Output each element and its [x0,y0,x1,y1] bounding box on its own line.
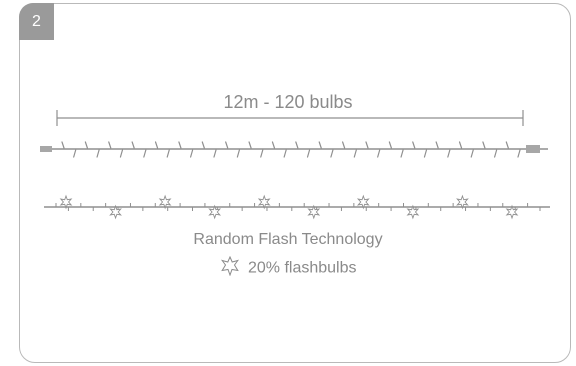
diagram-card [19,3,571,363]
plug-connector-right [526,145,540,153]
bulb [435,141,439,149]
flashbulb-starburst [356,194,370,210]
bulb [377,149,381,158]
bulb [283,149,287,158]
flashbulb-starburst [505,204,519,220]
bulb [236,149,240,158]
flashbulb-starburst [406,204,420,220]
bulb [108,141,112,149]
flashbulb-starburst [307,204,321,220]
flashbulb-starburst [208,204,222,220]
bulb [505,141,509,149]
bulb [248,141,252,149]
step-number-badge: 2 [19,3,54,40]
bulb [260,149,264,158]
length-dimension-line [56,110,524,126]
bulb [482,141,486,149]
bulb [131,141,135,149]
bulb [61,141,65,149]
bulb [423,149,428,158]
bulb [365,141,369,149]
bulb [458,141,463,149]
bulb [412,141,416,149]
bulb [154,141,159,149]
bulb [295,141,299,149]
bulb [470,149,474,158]
flashbulb-starburst [59,194,73,210]
light-string-random-flash [44,194,550,220]
bulb [447,149,451,158]
bulb [400,149,404,158]
flashbulb-starburst [109,204,122,220]
bulb [517,149,521,158]
string-length-label: 12m - 120 bulbs [223,92,353,112]
flashbulb-percentage-label: 20% flashbulbs [247,259,357,277]
bulb [73,149,77,158]
bulb [306,149,311,158]
bulb [318,141,322,149]
flashbulb-starburst [456,194,469,210]
flashbulb-legend: 20% flashbulbs [0,255,576,281]
flashbulb-starburst [158,194,172,210]
bulb [119,149,124,158]
bulb [166,149,170,158]
light-string-standard [40,141,548,158]
plug-connector-left [40,146,52,152]
bulb [271,141,276,149]
bulb [201,141,205,149]
bulb [342,141,346,149]
bulb [178,141,182,149]
bulb [96,149,100,158]
bulb [353,149,357,158]
bulb [213,149,217,158]
bulb [225,141,229,149]
bulb [388,141,392,149]
bulb [84,141,88,149]
bulb [330,149,334,158]
bulb [494,149,498,158]
random-flash-title: Random Flash Technology [193,231,383,248]
flashbulb-starburst [257,194,271,210]
starburst-icon [220,255,240,281]
bulb [143,149,147,158]
bulb [190,149,194,158]
